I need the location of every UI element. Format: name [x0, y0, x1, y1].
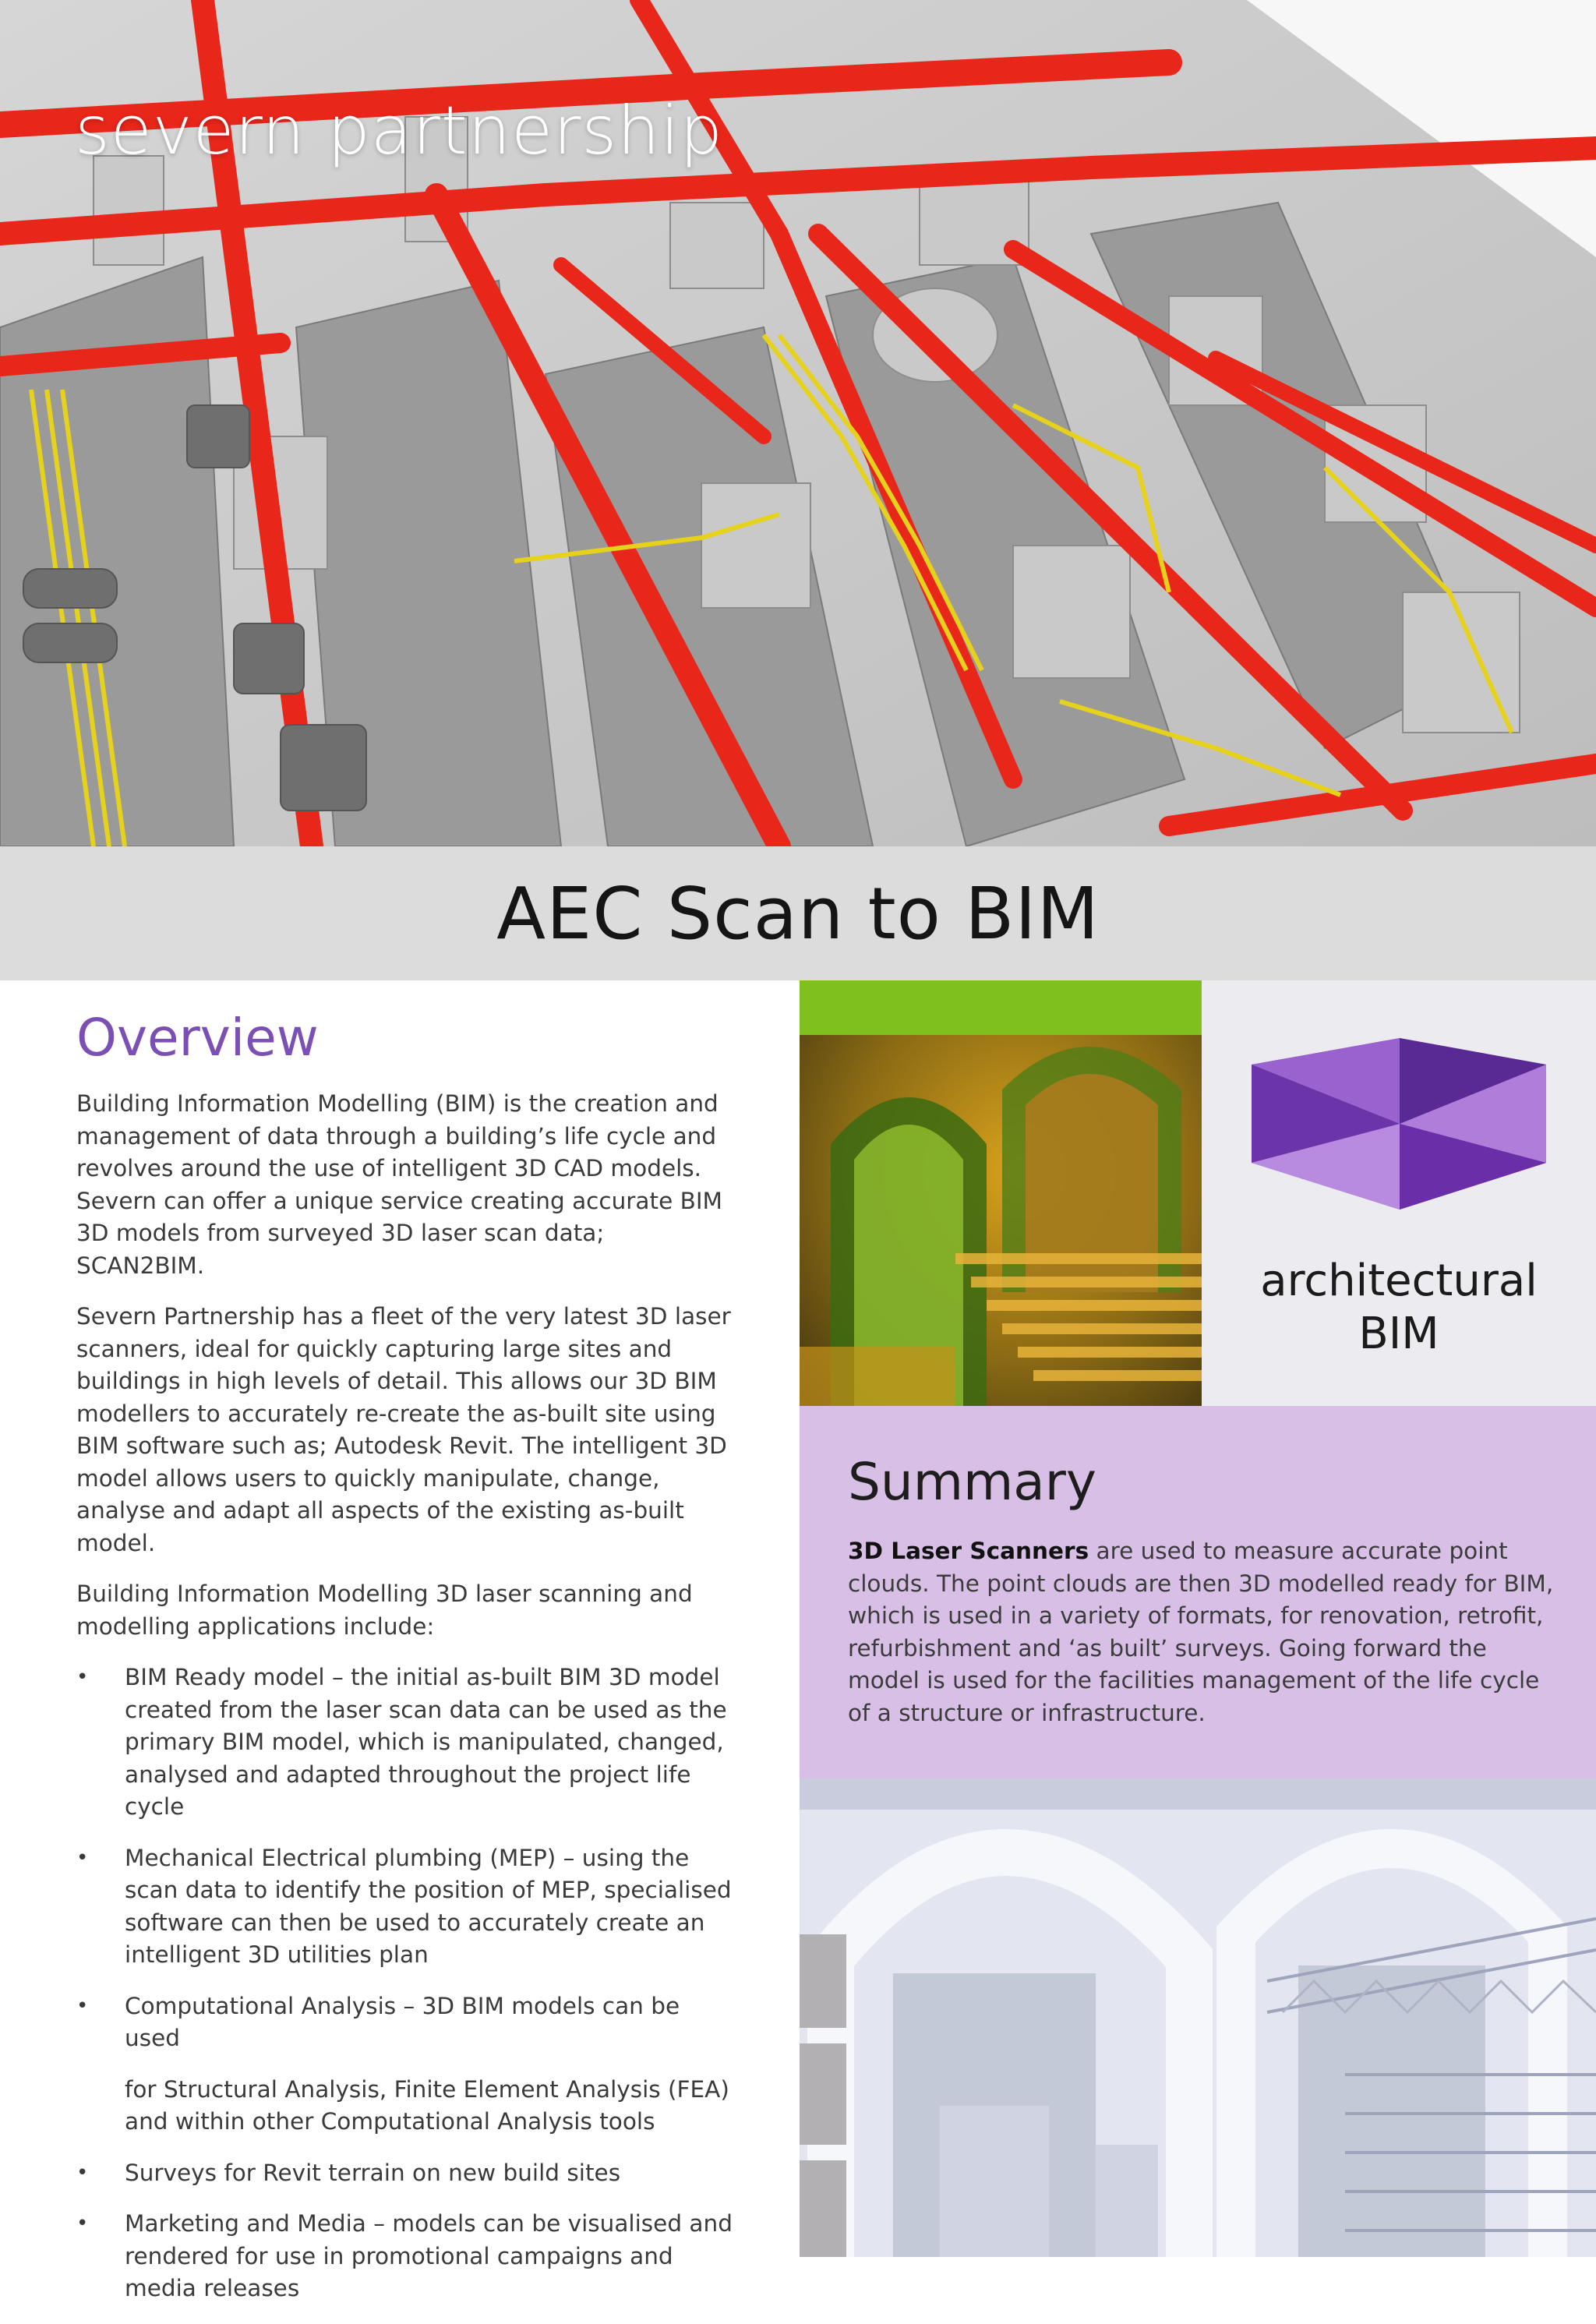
title-bar: AEC Scan to BIM [0, 846, 1596, 980]
list-item: Mechanical Electrical plumbing (MEP) – u… [76, 1842, 739, 1972]
list-item: Surveys for Revit terrain on new build s… [76, 2157, 739, 2190]
list-item-text: Surveys for Revit terrain on new build s… [125, 2159, 621, 2186]
point-cloud-render [800, 980, 1202, 1406]
interior-bim-model-image [800, 1778, 1596, 2257]
architectural-bim-logo-panel: architectural BIM [1202, 980, 1596, 1406]
summary-heading: Summary [848, 1452, 1096, 1512]
list-item-text: Computational Analysis – 3D BIM models c… [125, 1992, 680, 2052]
interior-render [800, 1778, 1596, 2257]
purple-cube-icon [1252, 1038, 1546, 1210]
overview-heading: Overview [76, 1008, 319, 1068]
list-item: BIM Ready model – the initial as-built B… [76, 1662, 739, 1824]
list-item: Computational Analysis – 3D BIM models c… [76, 1990, 739, 2139]
summary-paragraph: 3D Laser Scanners are used to measure ac… [848, 1535, 1554, 1729]
overview-paragraph: Building Information Modelling (BIM) is … [76, 1090, 722, 1279]
summary-section: Summary 3D Laser Scanners are used to me… [800, 1406, 1596, 1778]
brand-logo-text: severn partnership [75, 92, 724, 170]
list-item-text: BIM Ready model – the initial as-built B… [125, 1664, 727, 1820]
overview-section: Overview Building Information Modelling … [76, 1005, 739, 2324]
page-title: AEC Scan to BIM [496, 871, 1100, 955]
hero-bim-model-image: severn partnership [0, 0, 1596, 846]
logo-caption: architectural BIM [1202, 1255, 1596, 1361]
summary-body: are used to measure accurate point cloud… [848, 1538, 1554, 1726]
list-item-text: Marketing and Media – models can be visu… [125, 2210, 733, 2301]
list-item-continuation: for Structural Analysis, Finite Element … [125, 2075, 729, 2135]
logo-caption-line2: BIM [1358, 1309, 1439, 1359]
bim-model-render [0, 0, 1596, 846]
point-cloud-scan-image [800, 980, 1202, 1406]
summary-lead: 3D Laser Scanners [848, 1538, 1089, 1564]
applications-list: BIM Ready model – the initial as-built B… [76, 1662, 739, 2305]
logo-caption-line1: architectural [1260, 1256, 1538, 1306]
list-item-text: Mechanical Electrical plumbing (MEP) – u… [125, 1844, 732, 1969]
overview-paragraph: Building Information Modelling 3D laser … [76, 1581, 693, 1640]
overview-paragraph: Severn Partnership has a fleet of the ve… [76, 1303, 731, 1556]
list-item: Marketing and Media – models can be visu… [76, 2208, 739, 2305]
